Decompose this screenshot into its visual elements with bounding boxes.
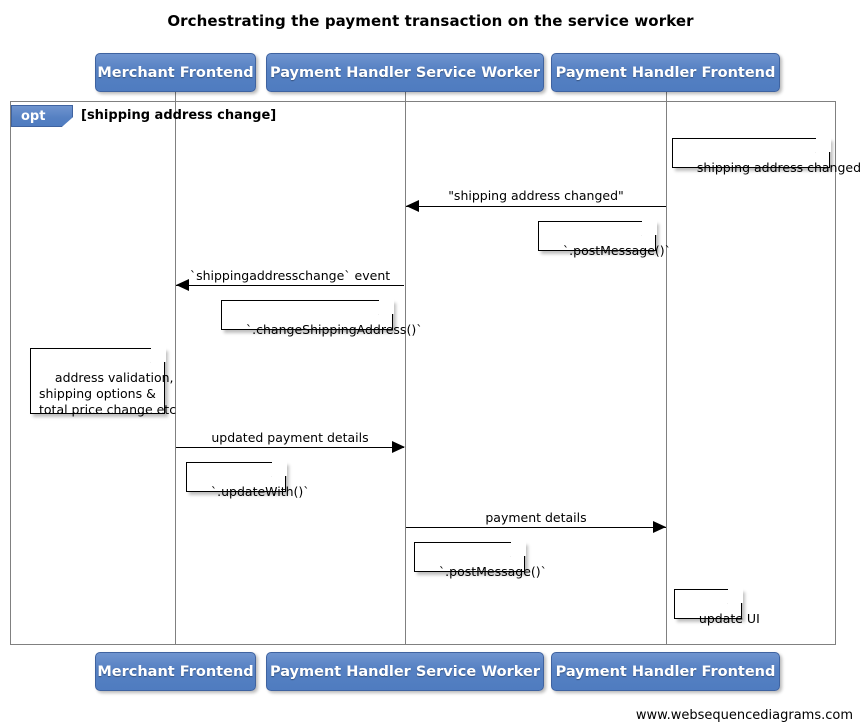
note-update-ui: update UI (674, 588, 760, 626)
message-arrowhead-payment-details (653, 521, 666, 533)
message-line-shipping-address-changed (406, 206, 666, 207)
note-fold-icon (815, 138, 830, 153)
note-post-message-1: `.postMessage()` (538, 220, 671, 258)
message-label-payment-details: payment details (485, 510, 587, 525)
message-line-shippingaddresschange-event (176, 285, 404, 286)
note-change-shipping-address: `.changeShippingAddress()` (221, 299, 422, 337)
message-arrowhead-updated-payment-details (392, 441, 405, 453)
fragment-guard-condition: [shipping address change] (81, 108, 277, 123)
lifeline-payment-handler-service-worker (405, 92, 406, 645)
message-label-shippingaddresschange-event: `shippingaddresschange` event (189, 268, 391, 283)
message-label-shipping-address-changed: "shipping address changed" (448, 188, 624, 203)
message-arrowhead-shipping-address-changed (406, 200, 419, 212)
note-fold-icon (378, 300, 393, 315)
note-post-message-2: `.postMessage()` (414, 541, 547, 579)
note-text: shipping address changed (696, 160, 861, 175)
note-text: address validation, shipping options & t… (39, 370, 177, 417)
participant-payment-handler-service-worker-bottom[interactable]: Payment Handler Service Worker (266, 652, 544, 691)
note-text: update UI (698, 611, 760, 626)
note-text: `.postMessage()` (438, 564, 547, 579)
message-arrowhead-shippingaddresschange-event (176, 279, 189, 291)
note-text: `.changeShippingAddress()` (245, 322, 423, 337)
participant-merchant-frontend-bottom[interactable]: Merchant Frontend (95, 652, 256, 691)
note-text: `.updateWith()` (210, 484, 310, 499)
note-address-validation: address validation, shipping options & t… (30, 347, 176, 417)
note-text: `.postMessage()` (562, 243, 671, 258)
note-fold-icon (150, 348, 165, 363)
fragment-opt (10, 101, 836, 645)
lifeline-merchant-frontend (175, 92, 176, 645)
note-fold-icon (510, 542, 525, 557)
message-line-payment-details (406, 527, 666, 528)
lifeline-payment-handler-frontend (666, 92, 667, 645)
note-shipping-address-changed: shipping address changed (672, 137, 861, 175)
note-fold-icon (727, 589, 742, 604)
note-update-with: `.updateWith()` (186, 461, 310, 499)
fragment-operator-tag: opt (11, 105, 73, 127)
page-title: Orchestrating the payment transaction on… (167, 12, 694, 30)
participant-merchant-frontend-top[interactable]: Merchant Frontend (95, 53, 256, 92)
watermark: www.websequencediagrams.com (635, 708, 853, 723)
participant-payment-handler-frontend-bottom[interactable]: Payment Handler Frontend (551, 652, 780, 691)
participant-payment-handler-service-worker-top[interactable]: Payment Handler Service Worker (266, 53, 544, 92)
message-line-updated-payment-details (176, 447, 404, 448)
note-fold-icon (271, 462, 286, 477)
participant-payment-handler-frontend-top[interactable]: Payment Handler Frontend (551, 53, 780, 92)
note-fold-icon (641, 221, 656, 236)
message-label-updated-payment-details: updated payment details (211, 430, 369, 445)
